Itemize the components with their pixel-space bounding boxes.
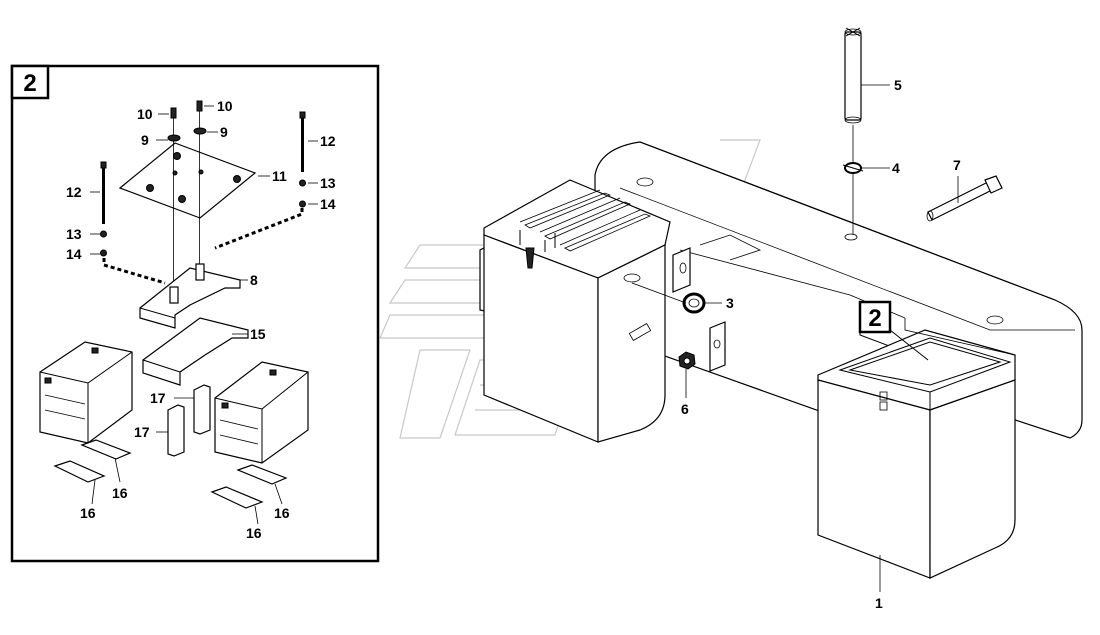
pad-16-b [53, 460, 106, 483]
label-14-right: 14 [320, 196, 336, 212]
pad-16-d [210, 486, 264, 509]
label-10-right: 10 [217, 98, 233, 114]
spacer-17-back [193, 384, 211, 435]
washer-9-left [167, 134, 181, 142]
label-10-left: 10 [137, 106, 153, 122]
label-9-right: 9 [220, 124, 228, 140]
spacer-17-front [167, 404, 185, 457]
nut-6 [678, 351, 696, 370]
side-plate-lower [709, 321, 726, 372]
label-17-front: 17 [134, 424, 150, 440]
label-6: 6 [681, 401, 689, 417]
washer-9-right [193, 127, 207, 135]
tool-box [483, 179, 671, 443]
label-16-b: 16 [80, 505, 96, 521]
clip-4 [842, 162, 864, 174]
label-13-left: 13 [66, 226, 82, 242]
bolt-10-right [196, 100, 203, 268]
label-4: 4 [892, 160, 900, 176]
hook-14-right [214, 208, 304, 250]
detail-view-panel: 2 [10, 64, 380, 563]
battery-box [817, 318, 1016, 579]
grommet-3 [682, 292, 706, 314]
battery-left [39, 341, 133, 444]
label-5: 5 [894, 77, 902, 93]
bolt-10-left [170, 107, 177, 300]
label-16-a: 16 [112, 485, 128, 501]
label-9-left: 9 [141, 132, 149, 148]
label-17-back: 17 [150, 390, 166, 406]
threaded-rod-12-right [299, 111, 306, 208]
label-8: 8 [250, 272, 258, 288]
battery-right [214, 361, 309, 464]
bracket-8 [139, 267, 241, 329]
label-12-right: 12 [320, 133, 336, 149]
side-plate-upper [672, 247, 691, 293]
label-13-right: 13 [320, 175, 336, 191]
detail-callout-box [10, 64, 50, 100]
label-15: 15 [250, 326, 266, 342]
pad-16-a [80, 439, 132, 460]
label-14-left: 14 [66, 246, 82, 262]
main-callout-box [858, 300, 892, 334]
label-1: 1 [875, 595, 883, 611]
main-callout-label: 2 [868, 305, 881, 332]
label-7: 7 [953, 157, 961, 173]
pad-16-c [236, 464, 288, 485]
label-12-left: 12 [66, 184, 82, 200]
detail-callout-label: 2 [23, 70, 36, 97]
pin-5 [844, 27, 862, 124]
label-16-c: 16 [274, 505, 290, 521]
label-11: 11 [272, 168, 287, 184]
label-16-d: 16 [246, 525, 262, 541]
main-view: 2 5 4 7 3 6 1 [479, 27, 1083, 611]
bolt-7 [926, 175, 1003, 222]
label-3: 3 [726, 295, 734, 311]
threaded-rod-12-left [100, 161, 107, 257]
hook-14-left [102, 258, 166, 285]
